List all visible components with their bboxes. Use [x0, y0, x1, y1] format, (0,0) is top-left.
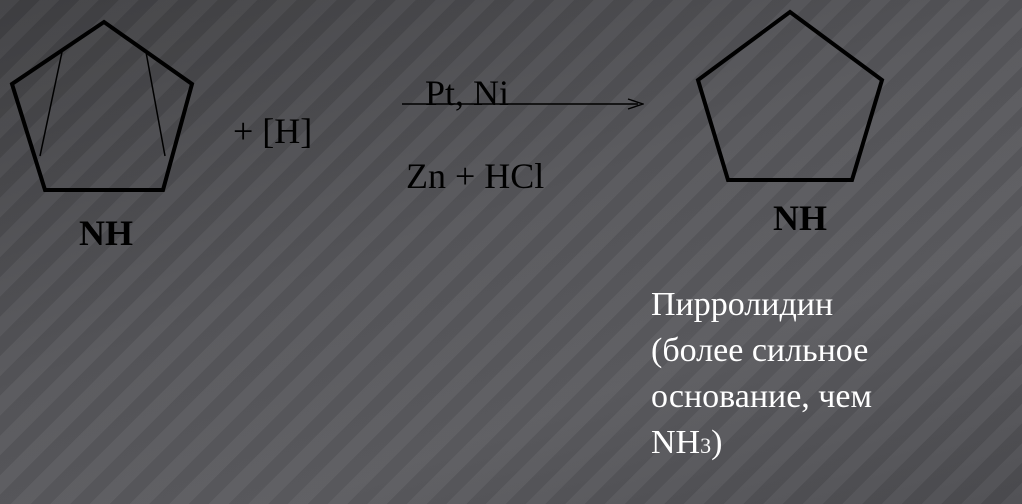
double-bond-right [145, 51, 166, 157]
product-caption: Пирролидин (более сильное основание, чем… [651, 282, 1019, 469]
pyrrole-ring [9, 19, 195, 192]
reagent-hydrogen: + [H] [233, 111, 313, 151]
reaction-arrow [402, 98, 644, 110]
double-bond-left [39, 51, 63, 157]
caption-closing-paren: ) [711, 424, 723, 461]
caption-line-1: Пирролидин [651, 286, 834, 323]
ammonia-subscript: 3 [700, 433, 712, 458]
arrow-head [627, 98, 644, 110]
reactant-nh-label: NH [79, 213, 133, 253]
ring-bonds [9, 19, 195, 192]
caption-line-4: NH3) [651, 420, 1019, 469]
ammonia-formula: NH [651, 424, 701, 461]
catalyst-bottom-label: Zn + HCl [406, 156, 545, 196]
catalyst-top-label: Pt, Ni [425, 73, 510, 113]
caption-line-2: (более сильное [651, 332, 869, 369]
pyrrolidine-ring [695, 9, 885, 182]
product-nh-label: NH [773, 198, 827, 238]
ring-bonds [695, 9, 885, 182]
caption-line-3: основание, чем [651, 378, 873, 415]
